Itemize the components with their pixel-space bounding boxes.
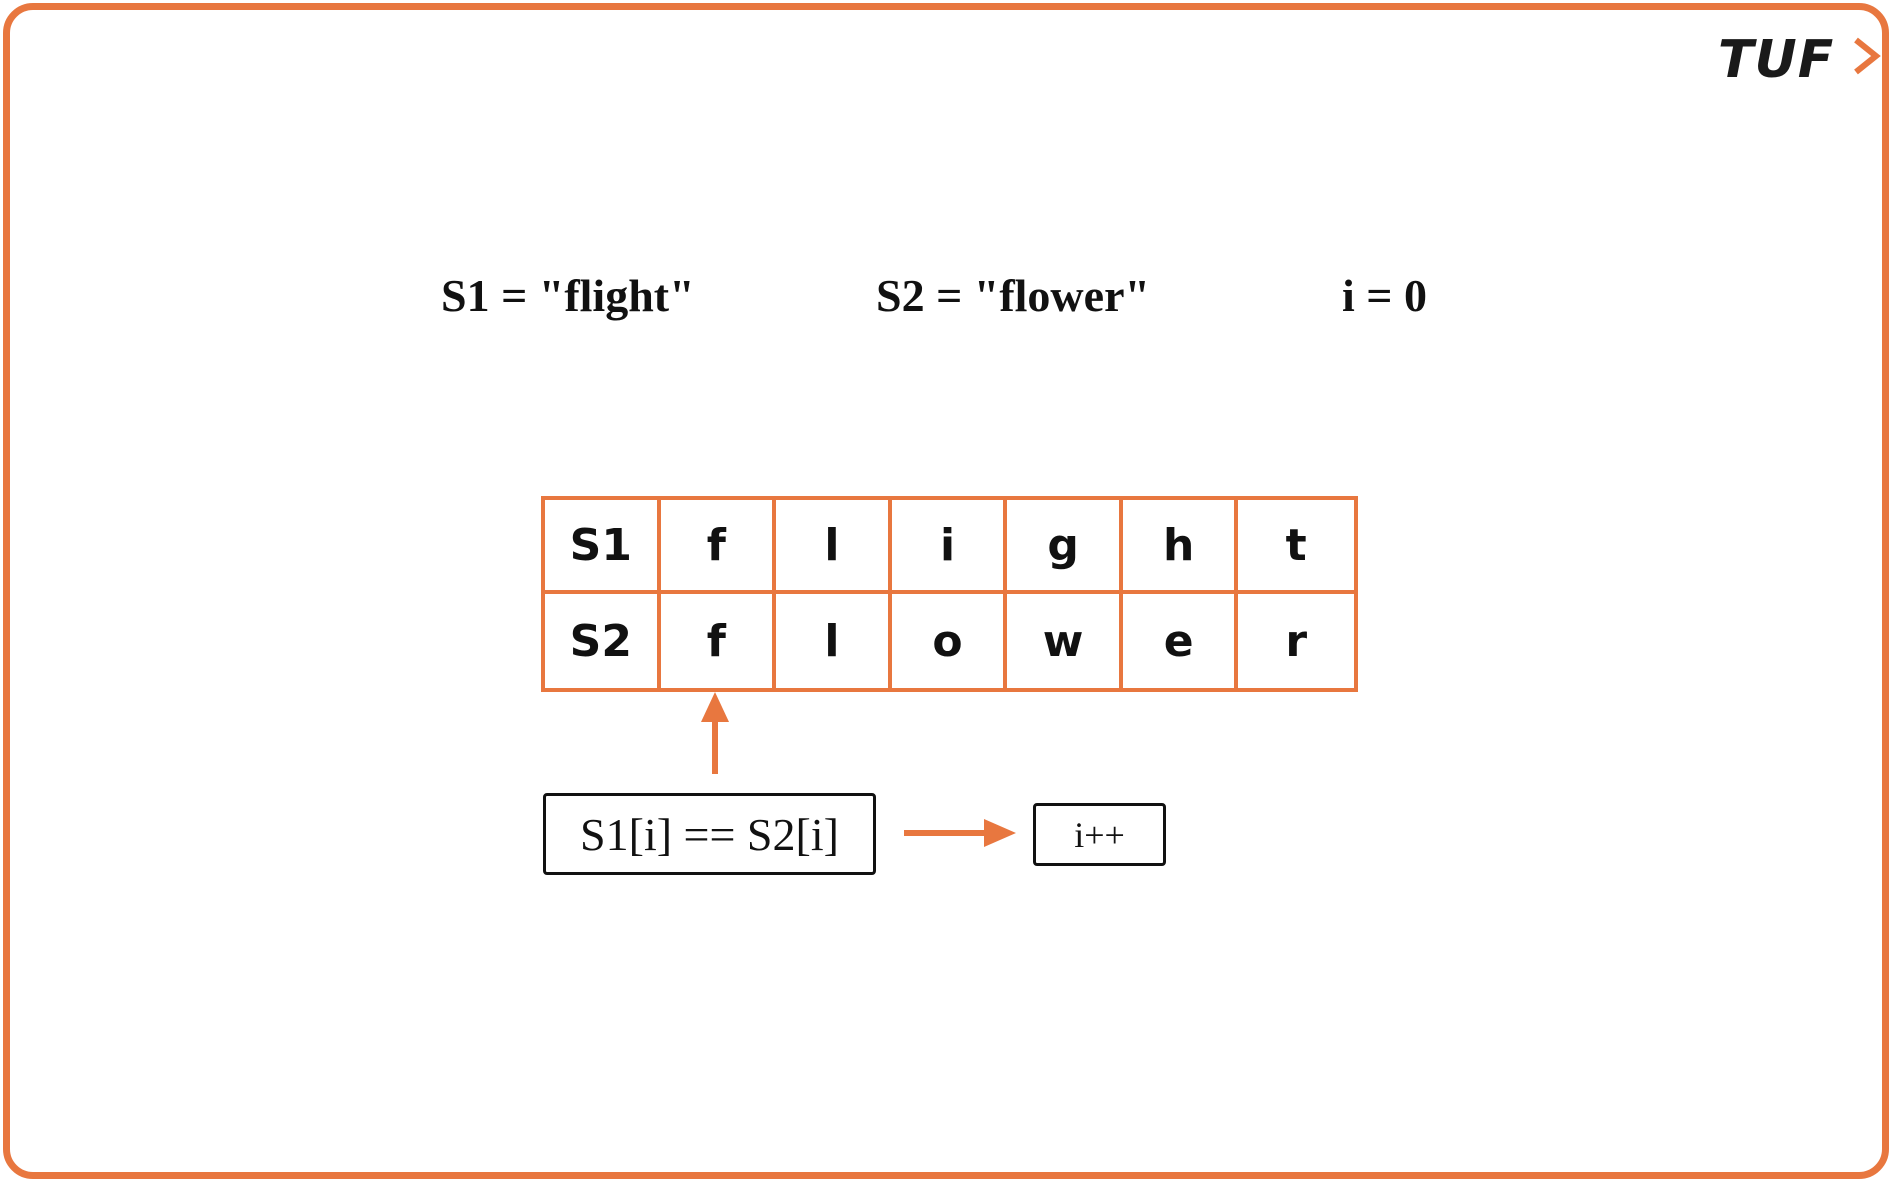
- table-cell: t: [1238, 500, 1354, 594]
- right-arrow-icon: [904, 819, 1016, 847]
- table-cell: l: [776, 500, 892, 594]
- table-cell: o: [892, 594, 1008, 688]
- increment-box: i++: [1033, 803, 1166, 866]
- chevron-right-icon: [1854, 37, 1881, 75]
- condition-box: S1[i] == S2[i]: [543, 793, 876, 875]
- s1-assignment: S1 = "flight": [441, 270, 695, 321]
- i-assignment: i = 0: [1342, 270, 1427, 321]
- logo-text: TUF: [1718, 30, 1835, 90]
- table-cell: r: [1285, 615, 1308, 667]
- table-cell: i: [891, 500, 1008, 594]
- table-cell: f: [660, 500, 777, 594]
- table-cell: h: [1122, 500, 1239, 594]
- table-cell: f: [661, 594, 777, 688]
- up-arrow-icon: [701, 692, 729, 774]
- table-cell: w: [1007, 594, 1123, 688]
- s2-assignment: S2 = "flower": [876, 270, 1151, 321]
- row-label-s2: S2: [545, 594, 661, 688]
- row-label-s1: S1: [545, 500, 661, 594]
- tuf-logo: TUF: [1718, 30, 1881, 90]
- table-cell: e: [1123, 594, 1239, 688]
- table-cell: l: [776, 594, 892, 688]
- char-table: S1 f l i g h t S2 f l o w e r: [541, 496, 1358, 692]
- table-cell: g: [1007, 500, 1123, 594]
